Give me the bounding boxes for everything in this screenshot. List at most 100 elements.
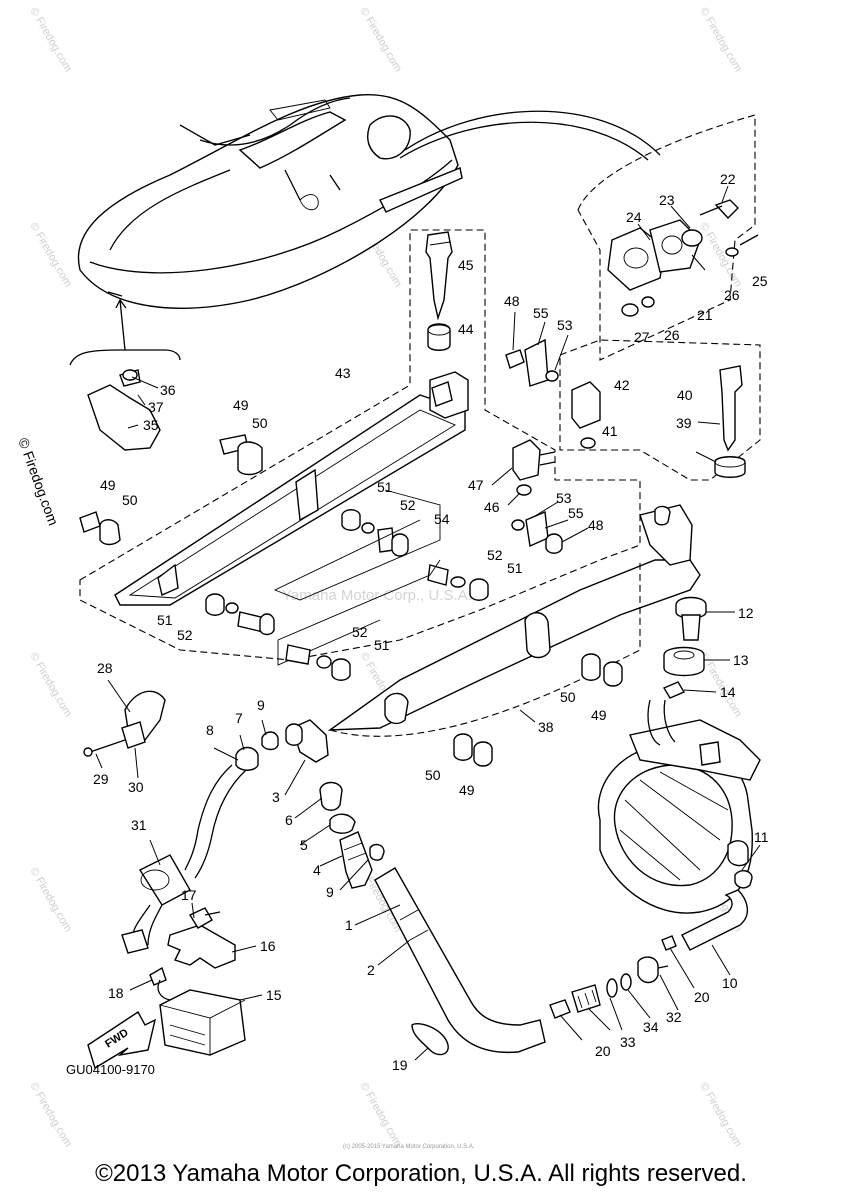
callout: 36 [160,382,176,398]
callout: 31 [131,817,147,833]
callout: 15 [266,987,282,1003]
callout: 49 [100,477,116,493]
tile-watermark: © Firedog.com [27,6,74,75]
callout: 12 [738,605,754,621]
callout: 51 [374,637,390,653]
side-watermark: © Firedog.com [15,436,62,528]
tile-watermark: © Firedog.com [697,1081,744,1150]
callout: 16 [260,938,276,954]
callout: 51 [157,612,173,628]
callout: 53 [556,490,572,506]
callout: 26 [724,287,740,303]
plug-assembly [662,596,735,699]
callout: 50 [425,767,441,783]
callout: 43 [335,365,351,381]
center-watermark: Yamaha Motor Corp., U.S.A. [282,587,472,604]
right-mount-box [559,339,761,481]
clamp-19 [411,1023,449,1061]
right-rail-38 [327,504,701,737]
callout: 29 [93,771,109,787]
tile-watermark: © Firedog.com [357,1081,404,1150]
callout: 46 [484,499,500,515]
callout: 22 [720,171,736,187]
callout: 52 [487,547,503,563]
callout: 44 [458,321,474,337]
callout: 17 [181,887,197,903]
callout: 50 [122,492,138,508]
callout: 39 [676,415,692,431]
callout: 48 [504,293,520,309]
callout: 5 [300,837,308,853]
callout: 55 [533,305,549,321]
callout: 26 [664,327,680,343]
callout: 52 [177,627,193,643]
callout: 53 [557,317,573,333]
callout: 7 [235,710,243,726]
callout: 1 [345,917,353,933]
callout: 13 [733,652,749,668]
clamp-28-30 [83,679,166,779]
callout: 49 [459,782,475,798]
callout: 41 [602,423,618,439]
callout: 3 [272,789,280,805]
callout: 30 [128,779,144,795]
callout: 50 [560,689,576,705]
hose-31 [121,764,247,954]
fwd-arrow: FWD [87,1010,157,1070]
callout: 9 [257,697,265,713]
callout: 40 [677,387,693,403]
fittings-3-9 [213,719,385,891]
callout: 24 [626,209,642,225]
callout: 23 [659,192,675,208]
callout: 49 [233,397,249,413]
callout: 38 [538,719,554,735]
copyright-footer: ©2013 Yamaha Motor Corporation, U.S.A. A… [95,1160,747,1187]
callout: 21 [697,307,713,323]
callout: 48 [588,517,604,533]
callout: 35 [143,417,159,433]
callout: 49 [591,707,607,723]
callout: 8 [206,722,214,738]
callout: 52 [400,497,416,513]
callout: 32 [666,1009,682,1025]
callout: 51 [377,479,393,495]
watercraft-illustration [77,93,661,351]
left-rail-43 [79,229,641,661]
tile-watermark: © Firedog.com [27,221,74,290]
callout: 54 [434,511,450,527]
connector-47 [491,439,556,506]
post-45 [425,231,453,351]
callout: 14 [720,684,736,700]
cooler-assembly [129,902,263,1056]
mount-plate-lower [511,501,589,554]
fittings-32-34 [549,956,679,1041]
callout: 33 [620,1034,636,1050]
callout: 25 [752,273,768,289]
bracket-assembly [69,349,181,451]
callout: 19 [392,1057,408,1073]
callout: 20 [694,989,710,1005]
callout: 37 [148,399,164,415]
hose-1-2 [354,867,546,1054]
tile-watermark: © Firedog.com [27,866,74,935]
callout: 4 [313,862,321,878]
jet-pump-housing [597,699,761,914]
callout: 47 [468,477,484,493]
callout: 10 [722,975,738,991]
callout: 42 [614,377,630,393]
callout: 9 [326,884,334,900]
callout: 52 [352,624,368,640]
callout: 45 [458,257,474,273]
hose-10 [661,889,748,989]
callout: 51 [507,560,523,576]
callout: 55 [568,505,584,521]
callouts: 1 2 3 4 5 6 7 8 9 9 10 11 12 13 14 15 16… [93,171,769,1073]
callout: 11 [754,829,769,845]
callout: 18 [108,985,124,1001]
tiny-print: (c) 2005-2015 Yamaha Motor Corporation, … [343,1144,475,1150]
tile-watermark: © Firedog.com [27,1081,74,1150]
callout: 2 [367,962,375,978]
callout: 6 [285,812,293,828]
callout: 50 [252,415,268,431]
